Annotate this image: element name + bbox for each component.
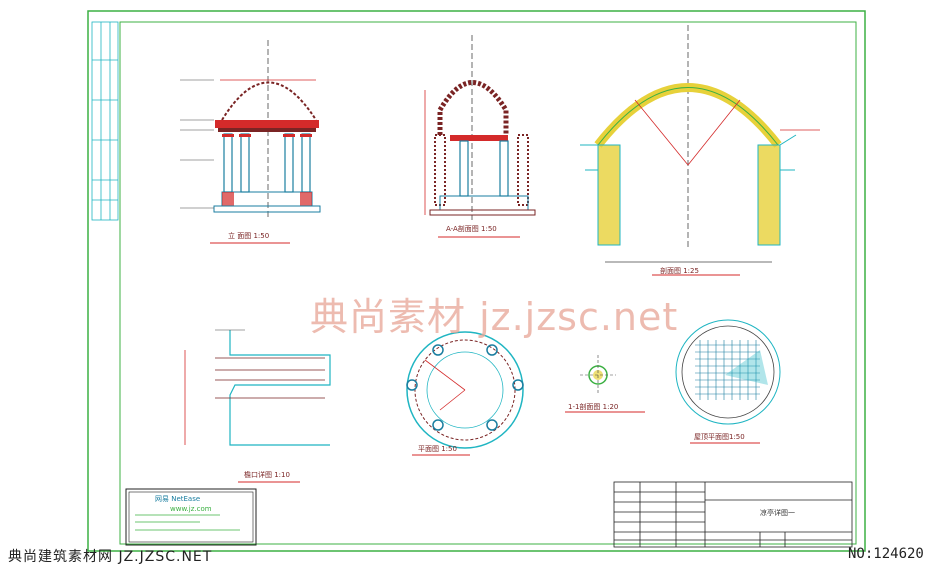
label-section-aa: A-A剖面图 1:50 <box>446 225 497 233</box>
netease-url: www.jz.com <box>170 505 212 513</box>
netease-title: 网易 NetEase <box>155 495 201 503</box>
section-aa-view <box>424 35 536 238</box>
label-section-11: 1-1剖面图 1:20 <box>568 403 619 411</box>
binding-strip <box>91 21 119 221</box>
footer-number: NO:124620 <box>848 546 924 562</box>
watermark-text: 典尚素材 jz.jzsc.net <box>310 295 679 339</box>
dome-plan-view <box>675 319 781 444</box>
elevation-view <box>180 40 321 244</box>
label-plan: 平面图 1:50 <box>418 445 457 453</box>
section-11-view <box>565 355 645 413</box>
drawing-name: 凉亭详图一 <box>760 509 795 517</box>
inner-frame <box>119 21 857 545</box>
label-cornice: 檐口详图 1:10 <box>244 471 290 479</box>
cornice-detail-view <box>184 329 331 483</box>
outer-frame <box>87 10 866 552</box>
footer-site-name: 典尚建筑素材网 JZ.JZSC.NET <box>8 549 213 565</box>
label-elevation: 立 面图 1:50 <box>228 232 270 240</box>
section-detail-view <box>580 25 820 276</box>
plan-view <box>406 331 524 456</box>
label-dome-plan: 屋顶平面图1:50 <box>694 433 745 441</box>
netease-stamp <box>125 488 257 546</box>
title-block <box>613 481 853 548</box>
label-section-detail: 剖面图 1:25 <box>660 267 699 275</box>
